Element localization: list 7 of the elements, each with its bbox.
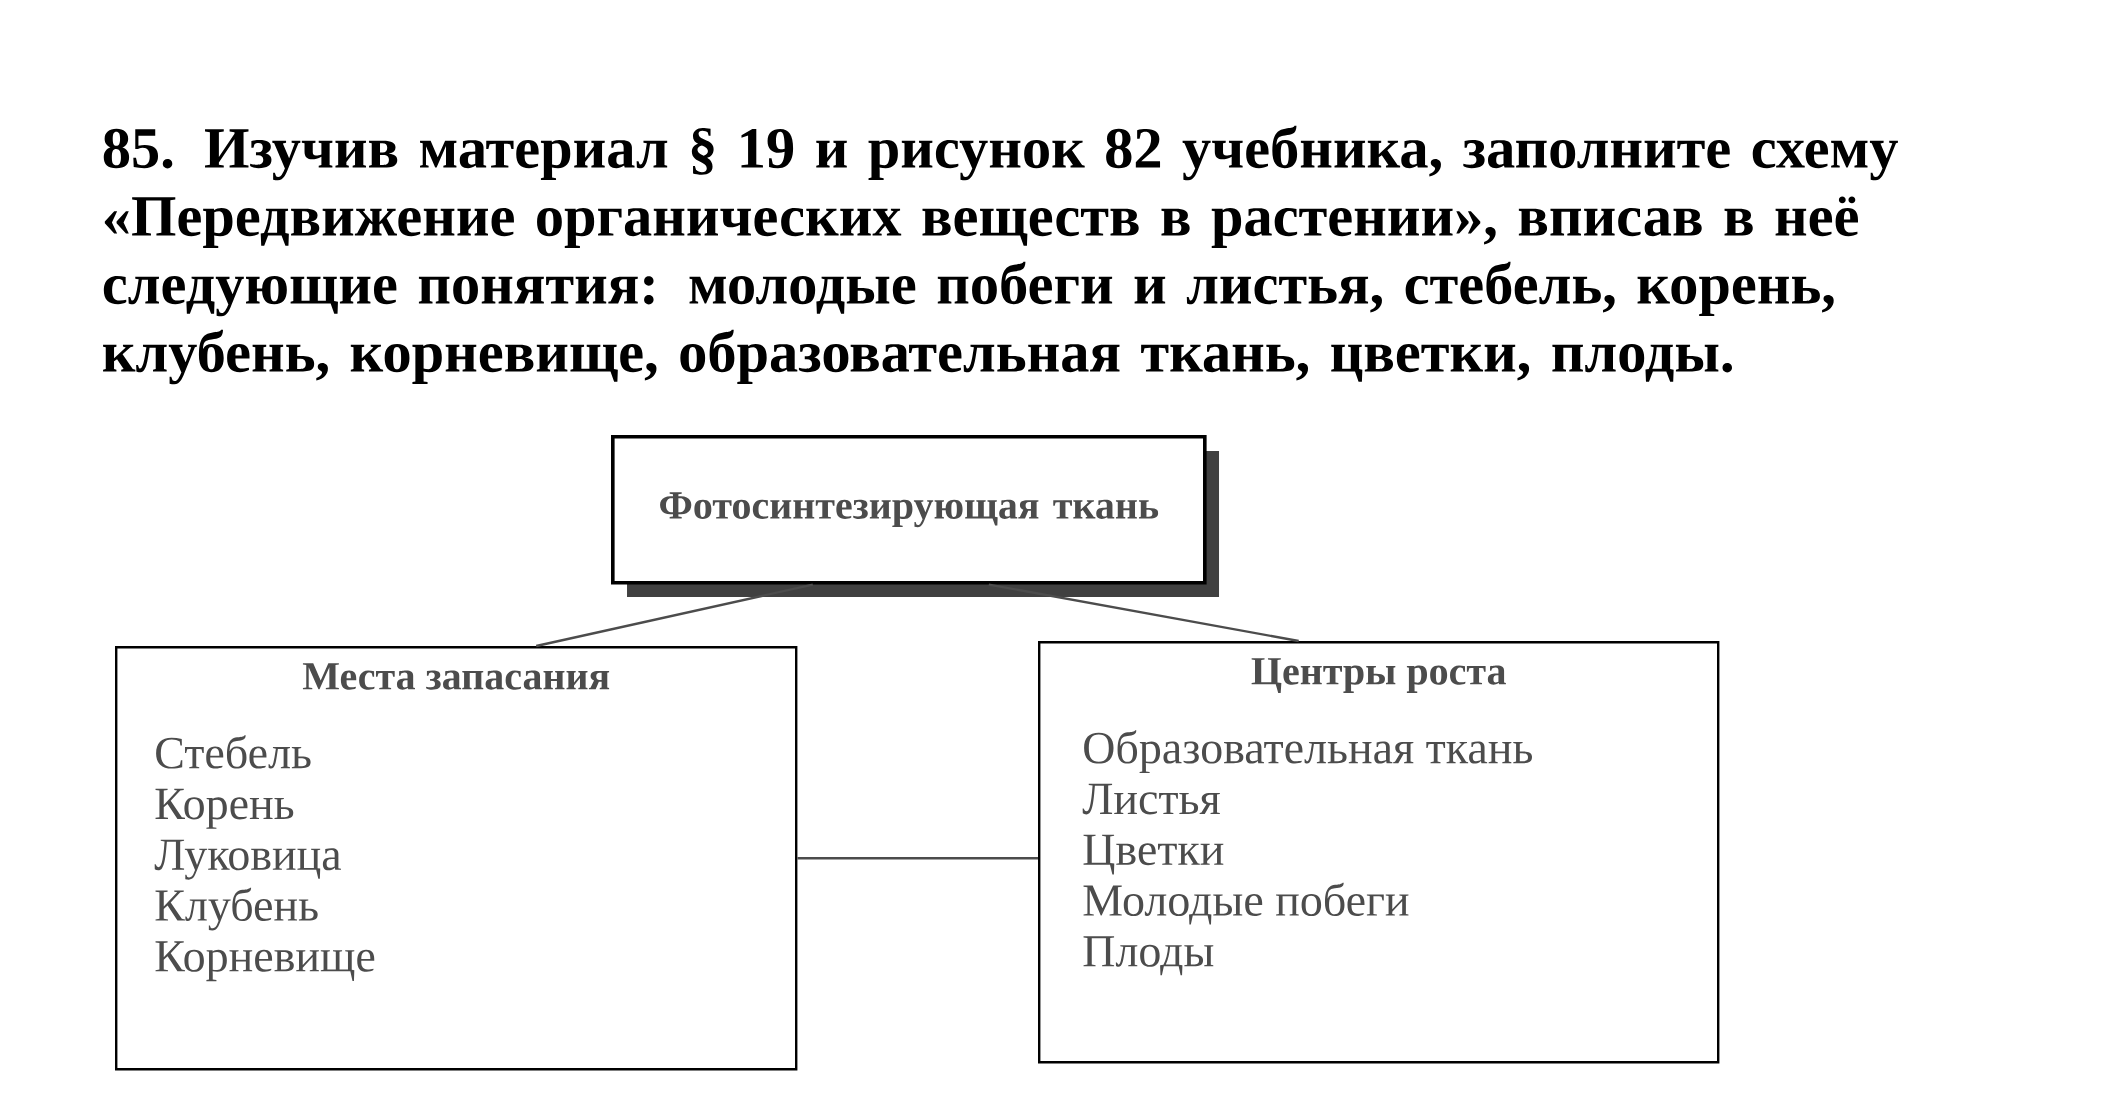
process-box: Фотосинтезирующая ткань [611,435,1219,597]
connector-line [988,583,1299,643]
task-text: 85. Изучив материал § 19 и рисунок 82 учебника, заполните схему «Передвижение органических веществ в растении», вписав в неё следующие понятия: молодые побеги и листья, стебель, корень, клубень, корневище, образовательная ткань, цветки, плоды. [103,125,1898,385]
connector-line [797,857,1038,860]
list-box: Места запасания Стебель Корень Луковица Клубень Корневище [115,646,798,1071]
list-box: Центры роста Образовательная ткань Листья Цветки Молодые побеги Плоды [1038,641,1720,1064]
connector-line [535,583,814,648]
